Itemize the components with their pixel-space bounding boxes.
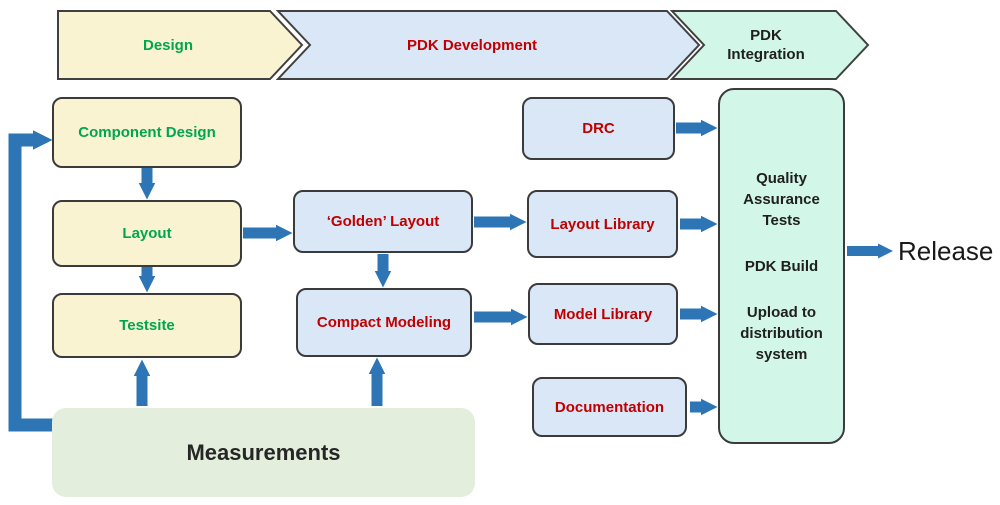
layout-library-label: Layout Library bbox=[550, 215, 655, 233]
documentation-label: Documentation bbox=[554, 398, 665, 416]
upload-distribution-label: Upload to distribution system bbox=[740, 303, 823, 363]
testsite-box: Testsite bbox=[52, 293, 242, 358]
banner-pdk-integration-label: PDK Integration bbox=[727, 27, 805, 63]
testsite-label: Testsite bbox=[119, 317, 175, 334]
component-design-label: Component Design bbox=[78, 124, 216, 141]
banner-pdk-development-label: PDK Development bbox=[406, 36, 538, 54]
component-design-box: Component Design bbox=[52, 97, 242, 168]
compact-modeling-label: Compact Modeling bbox=[316, 314, 452, 331]
measurements-label: Measurements bbox=[186, 439, 341, 465]
release-label: Release bbox=[898, 235, 994, 266]
pdk-integration-tasks: Quality Assurance Tests PDK Build Upload… bbox=[729, 168, 834, 365]
drc-box: DRC bbox=[522, 97, 675, 160]
pdk-integration-box: Quality Assurance Tests PDK Build Upload… bbox=[718, 88, 845, 444]
compact-modeling-box: Compact Modeling bbox=[296, 288, 472, 357]
documentation-box: Documentation bbox=[532, 377, 687, 437]
banner-pdk-integration-shape bbox=[669, 10, 870, 80]
golden-layout-box: ‘Golden’ Layout bbox=[293, 190, 473, 253]
banner-design-shape bbox=[57, 10, 304, 80]
layout-library-box: Layout Library bbox=[527, 190, 678, 258]
pdk-build-label: PDK Build bbox=[744, 257, 819, 275]
quality-assurance-label: Quality Assurance Tests bbox=[743, 169, 820, 229]
banner-design-label: Design bbox=[142, 36, 193, 54]
banner-pdk-development-shape bbox=[275, 10, 701, 80]
measurements-box: Measurements bbox=[52, 408, 475, 497]
model-library-box: Model Library bbox=[528, 283, 678, 345]
layout-label: Layout bbox=[122, 225, 172, 242]
drc-label: DRC bbox=[582, 120, 615, 137]
arrow-measurements-to-component-design bbox=[8, 130, 58, 432]
layout-box: Layout bbox=[52, 200, 242, 267]
model-library-label: Model Library bbox=[553, 305, 653, 323]
golden-layout-label: ‘Golden’ Layout bbox=[326, 213, 440, 230]
